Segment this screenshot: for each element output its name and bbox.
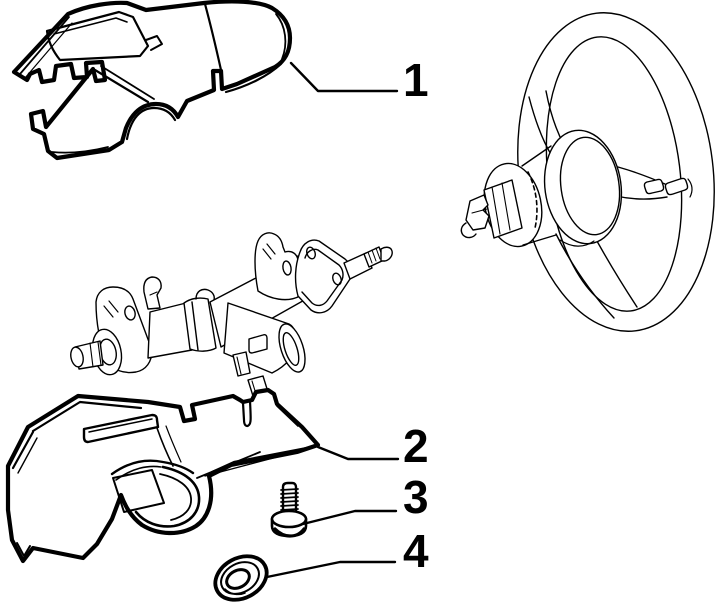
lower-cover-bulge-band (134, 465, 201, 528)
column-ear-facets (262, 243, 276, 260)
callout-4[interactable]: 4 (265, 525, 429, 579)
callout-2[interactable]: 2 (316, 420, 429, 472)
upper-cover-cylinder-line (275, 13, 287, 60)
upper-cover-bottom-line (51, 146, 109, 154)
callout-1[interactable]: 1 (289, 54, 429, 106)
upper-cover-seam (203, 2, 223, 72)
column-flange-hole (306, 246, 316, 260)
lower-cover-rim-line (17, 437, 38, 474)
column-housing-facets (103, 300, 119, 318)
column-bracket-ear (254, 232, 301, 301)
wheel-spoke-pad (643, 178, 665, 195)
upper-cover-edge-line (19, 16, 70, 75)
lower-cover-slot-inner (88, 418, 153, 433)
lower-cover-corner-line (276, 405, 299, 427)
wheel-bottom-spoke-line (555, 233, 615, 319)
callout-3[interactable]: 3 (301, 471, 429, 526)
wheel-spline-marks (527, 171, 538, 229)
callout-3-leader (301, 509, 398, 526)
lower-cover-rim-line (31, 400, 143, 433)
column-ear-hole (282, 260, 292, 276)
upper-cover-outline (11, 0, 293, 161)
callout-2-leader (316, 445, 400, 461)
column-tab-line (236, 356, 242, 375)
column-tube-end-inner (282, 332, 300, 366)
wheel-hub-bridge (521, 145, 552, 167)
wheel-hub-boss-inner (559, 136, 621, 236)
column-tip-end (70, 346, 84, 368)
callout-2-label[interactable]: 2 (403, 420, 429, 472)
screw-drawing (270, 481, 308, 538)
screw-head-top (270, 509, 308, 529)
steering-column-drawing (70, 232, 393, 397)
wheel-shaft-knob (460, 222, 477, 239)
column-clamp-boss (195, 288, 215, 301)
lower-cover-pillar-slot (241, 399, 252, 428)
lower-cover-fold-line (156, 427, 174, 467)
upper-cover-notch (145, 35, 163, 51)
washer-detail-arc (224, 588, 246, 596)
lower-cover-wing-seam (204, 451, 297, 477)
column-flange-inner (301, 248, 344, 307)
callout-4-leader (265, 560, 397, 579)
column-housing-hole (124, 305, 136, 321)
callout-4-label[interactable]: 4 (403, 525, 429, 577)
column-clamp (183, 297, 217, 352)
upper-cover-ridge (100, 65, 155, 100)
column-lever-line (149, 291, 158, 296)
lower-cover-slot (82, 413, 160, 444)
callout-3-label[interactable]: 3 (403, 471, 429, 523)
upper-cover-edge-line (24, 22, 73, 79)
lower-cover-diagonal-seam (196, 451, 261, 479)
column-clamp-line (191, 301, 199, 351)
washer-hole (225, 568, 251, 590)
lower-cover-drawing (5, 387, 321, 564)
column-upper-shaft (343, 252, 373, 280)
steering-wheel-drawing (460, 12, 715, 332)
column-tube-hole (248, 334, 268, 354)
upper-cover-drawing (11, 0, 293, 161)
column-tip-lines (89, 341, 102, 368)
upper-cover-window-inner (53, 17, 128, 35)
wheel-shaft-tip-line (471, 208, 488, 214)
washer-middle (220, 561, 260, 595)
lower-cover-collar-lip (110, 459, 195, 476)
upper-cover-ridge (93, 68, 150, 104)
lower-cover-bulge-band-inner (159, 473, 192, 521)
upper-cover-arch-inner (125, 106, 177, 141)
callout-1-label[interactable]: 1 (403, 54, 429, 106)
column-flange-hole (332, 272, 342, 286)
column-lever (143, 276, 162, 310)
lower-cover-tip-fold (16, 542, 31, 557)
wheel-spoke-pad (664, 177, 689, 196)
wheel-hub-bridge (522, 234, 557, 246)
upper-cover-cylinder-line (224, 62, 283, 94)
lower-cover-scoop-face (112, 469, 165, 513)
wheel-hub-bottom-line (559, 239, 595, 247)
lower-cover-fold-line (165, 425, 182, 463)
wheel-shaft-facet (491, 182, 511, 235)
wheel-rim-joint-mark (687, 178, 693, 198)
screw-head-shadow (273, 527, 306, 538)
column-shaft-tip (380, 246, 393, 262)
callout-1-leader (289, 61, 399, 93)
washer-drawing (213, 554, 269, 602)
column-spline-hatch (367, 247, 381, 264)
wheel-shaft-tip (465, 194, 490, 231)
upper-cover-window (45, 10, 150, 62)
lower-cover-rim-line (11, 430, 35, 470)
screw-threads (280, 488, 299, 515)
